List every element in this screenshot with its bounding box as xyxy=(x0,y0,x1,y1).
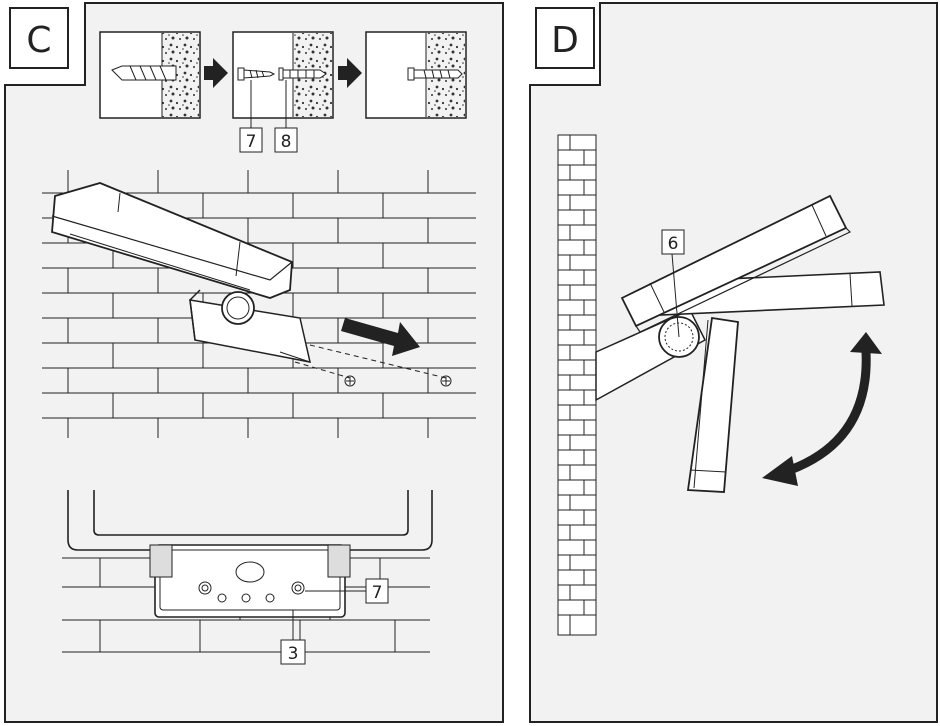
knob-left xyxy=(149,544,173,578)
callout-box xyxy=(239,127,263,153)
wall-screw-icon xyxy=(344,375,356,387)
screw-icon xyxy=(237,67,276,81)
panel-c-letter: C xyxy=(26,20,51,61)
arrow-right-icon xyxy=(204,58,228,88)
solar-lamp-c xyxy=(51,182,452,387)
callout-box xyxy=(661,229,685,255)
bracket-bottom-view: 7 3 xyxy=(67,490,433,665)
callout-keyhole-bottom: 3 xyxy=(288,644,299,664)
panel-c-letter-box xyxy=(9,7,69,69)
callout-knob-d: 6 xyxy=(668,234,679,254)
callout-box xyxy=(274,127,298,153)
rotation-arrow-icon xyxy=(788,351,871,475)
installed-screw-icon xyxy=(407,67,463,81)
keyhole-right xyxy=(291,581,305,595)
panel-vertical-position xyxy=(686,316,739,493)
callout-box xyxy=(365,578,389,604)
keyhole-left xyxy=(198,581,212,595)
knob-right xyxy=(327,544,351,578)
callout-screw-bottom: 7 xyxy=(372,583,383,603)
callout-screw-top: 7 xyxy=(246,132,257,152)
wall-screw-icon xyxy=(440,375,452,387)
wall-anchor-icon xyxy=(278,67,327,81)
brick-wall-vertical xyxy=(557,134,597,636)
drill-bit-icon xyxy=(111,65,177,81)
mount-direction-arrow-icon xyxy=(341,318,420,356)
solar-lamp-d: 6 xyxy=(595,194,885,493)
callout-anchor-top: 8 xyxy=(281,132,292,152)
drilling-steps: 7 8 xyxy=(99,31,467,153)
sensor-icon xyxy=(235,561,265,583)
panel-d-letter-box xyxy=(535,7,595,69)
panel-c: C xyxy=(4,2,504,723)
callout-box xyxy=(280,639,306,665)
arrow-right-icon xyxy=(338,58,362,88)
panel-d-letter: D xyxy=(551,20,579,61)
